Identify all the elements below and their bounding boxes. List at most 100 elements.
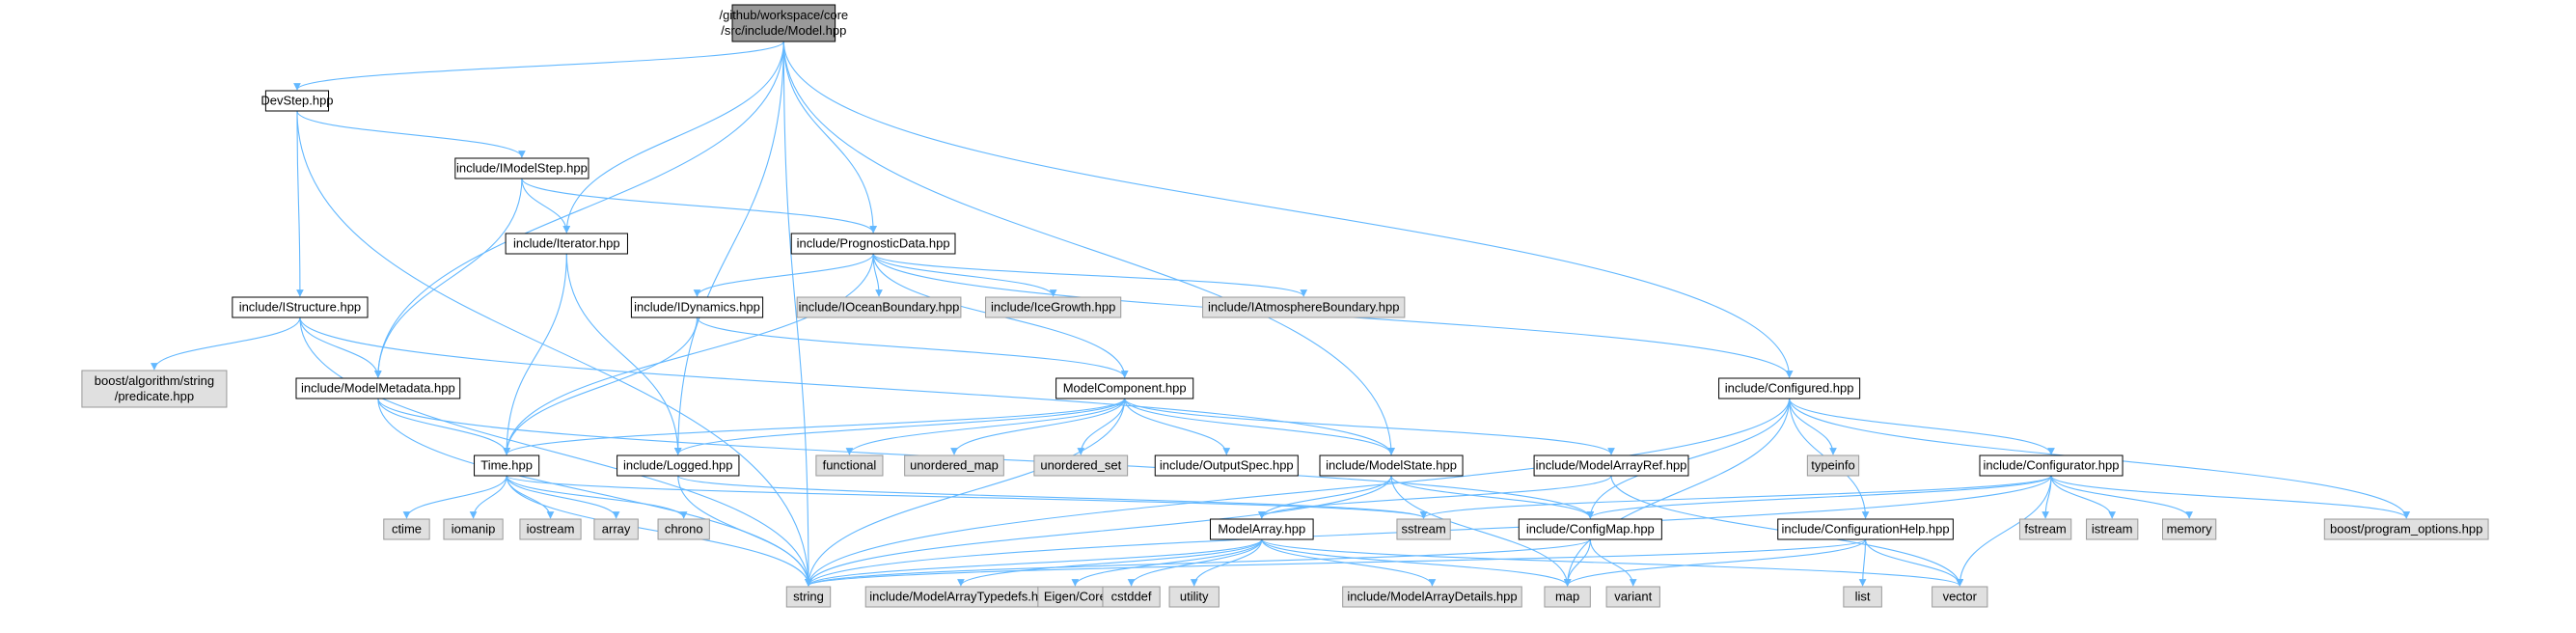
edge-modelstate-to-configmap — [1390, 475, 1595, 519]
node-label: string — [793, 590, 824, 604]
node-box — [2086, 518, 2139, 540]
edge-modelarray-to-string — [805, 538, 1263, 587]
node-label: variant — [1614, 590, 1652, 604]
edge-modelcomponent-to-outputspec — [1124, 398, 1231, 455]
edge-confighelp-to-list — [1858, 538, 1867, 587]
edge-istructure-to-modelmetadata — [299, 316, 382, 378]
node-label: boost/program_options.hpp — [2330, 522, 2482, 537]
edge-configured-to-string — [805, 398, 1791, 587]
edge-modelcomponent-to-unordered_set — [1077, 398, 1126, 455]
node-imodelstep[interactable]: include/IModelStep.hpp — [454, 157, 589, 179]
node-box — [1843, 586, 1882, 608]
node-box — [232, 296, 369, 318]
node-label: include/ModelMetadata.hpp — [301, 381, 455, 396]
edge-logged-to-string — [677, 475, 812, 587]
node-label: include/IAtmosphereBoundary.hpp — [1208, 300, 1400, 315]
node-label: include/Configured.hpp — [1725, 381, 1854, 396]
node-label: include/IOceanBoundary.hpp — [799, 300, 960, 315]
edge-idynamics-to-modelcomponent — [696, 316, 1129, 378]
edge-iterator-to-time — [503, 253, 567, 455]
node-box — [593, 518, 639, 540]
node-devstep[interactable]: DevStep.hpp — [260, 90, 334, 112]
node-box — [1342, 586, 1522, 608]
node-label: array — [602, 522, 631, 537]
node-label: chrono — [665, 522, 703, 537]
node-box — [1806, 454, 1860, 477]
node-label: include/PrognosticData.hpp — [797, 236, 950, 251]
node-label: include/Configurator.hpp — [1984, 458, 2120, 473]
edge-model-to-configured — [782, 41, 1794, 378]
node-box — [1055, 377, 1194, 399]
node-label: /github/workspace/core — [719, 8, 848, 22]
node-box — [1544, 586, 1591, 608]
edge-modelcomponent-to-unordered_map — [950, 398, 1126, 455]
node-chrono: chrono — [657, 518, 710, 540]
edge-istructure-to-modelstate — [299, 316, 1395, 455]
node-confighelp[interactable]: include/ConfigurationHelp.hpp — [1777, 518, 1954, 540]
edge-modelcomponent-to-functional — [845, 398, 1126, 455]
node-outputspec[interactable]: include/OutputSpec.hpp — [1154, 454, 1299, 477]
node-box — [815, 454, 884, 477]
node-box — [657, 518, 710, 540]
node-label: cstddef — [1111, 590, 1152, 604]
node-box — [785, 586, 832, 608]
node-array: array — [593, 518, 639, 540]
node-box — [1979, 454, 2124, 477]
edge-time-to-chrono — [506, 475, 688, 519]
node-box — [1319, 454, 1464, 477]
node-label: unordered_map — [910, 458, 999, 473]
edge-configurator-to-boostpo — [2050, 475, 2410, 519]
edge-configurator-to-memory — [2050, 475, 2193, 519]
node-label: ModelComponent.hpp — [1063, 381, 1187, 396]
node-label: /src/include/Model.hpp — [721, 23, 846, 38]
node-box — [519, 518, 582, 540]
node-label: boost/algorithm/string — [95, 373, 214, 388]
node-modelarray[interactable]: ModelArray.hpp — [1210, 518, 1314, 540]
node-time[interactable]: Time.hpp — [474, 454, 540, 477]
node-icegrowth: include/IceGrowth.hpp — [985, 296, 1122, 318]
node-istructure[interactable]: include/IStructure.hpp — [232, 296, 369, 318]
node-label: ctime — [392, 522, 422, 537]
edge-model-to-logged — [673, 41, 784, 455]
node-box — [1102, 586, 1161, 608]
node-box — [904, 454, 1004, 477]
node-label: include/IDynamics.hpp — [634, 300, 760, 315]
node-label: istream — [2092, 522, 2133, 537]
edge-model-to-iterator — [562, 41, 784, 234]
node-label: /predicate.hpp — [115, 389, 194, 403]
node-iterator[interactable]: include/Iterator.hpp — [505, 233, 628, 255]
node-box — [474, 454, 540, 477]
edge-modelarrayref-to-modelarray — [1258, 475, 1612, 519]
node-box — [454, 157, 589, 179]
node-iostream: iostream — [519, 518, 582, 540]
edge-modelstate-to-modelarray — [1257, 475, 1392, 519]
node-box — [630, 296, 764, 318]
node-box — [1605, 586, 1660, 608]
node-modelarrayref[interactable]: include/ModelArrayRef.hpp — [1533, 454, 1689, 477]
node-idynamics[interactable]: include/IDynamics.hpp — [630, 296, 764, 318]
node-label: include/ModelArrayTypedefs.hpp — [869, 590, 1052, 604]
node-logged[interactable]: include/Logged.hpp — [617, 454, 740, 477]
edge-confighelp-to-map — [1563, 538, 1867, 587]
edge-modelmetadata-to-time — [377, 398, 510, 455]
node-box — [1210, 518, 1314, 540]
edge-modelcomponent-to-modelstate — [1124, 398, 1395, 455]
node-prognostic[interactable]: include/PrognosticData.hpp — [790, 233, 956, 255]
edge-istructure-to-boostalgo — [151, 316, 301, 371]
node-configured[interactable]: include/Configured.hpp — [1718, 377, 1861, 399]
node-model[interactable]: /github/workspace/core/src/include/Model… — [719, 4, 848, 42]
node-label: map — [1555, 590, 1579, 604]
node-modelcomponent[interactable]: ModelComponent.hpp — [1055, 377, 1194, 399]
node-box — [1396, 518, 1451, 540]
node-modelstate[interactable]: include/ModelState.hpp — [1319, 454, 1464, 477]
node-modelmetadata[interactable]: include/ModelMetadata.hpp — [295, 377, 461, 399]
edge-modelcomponent-to-logged — [674, 398, 1126, 455]
node-configurator[interactable]: include/Configurator.hpp — [1979, 454, 2124, 477]
node-label: functional — [823, 458, 877, 473]
node-box — [790, 233, 956, 255]
node-sstream: sstream — [1396, 518, 1451, 540]
edge-logged-to-sstream — [677, 475, 1428, 519]
node-iomanip: iomanip — [443, 518, 504, 540]
node-memory: memory — [2162, 518, 2217, 540]
node-configmap[interactable]: include/ConfigMap.hpp — [1518, 518, 1662, 540]
